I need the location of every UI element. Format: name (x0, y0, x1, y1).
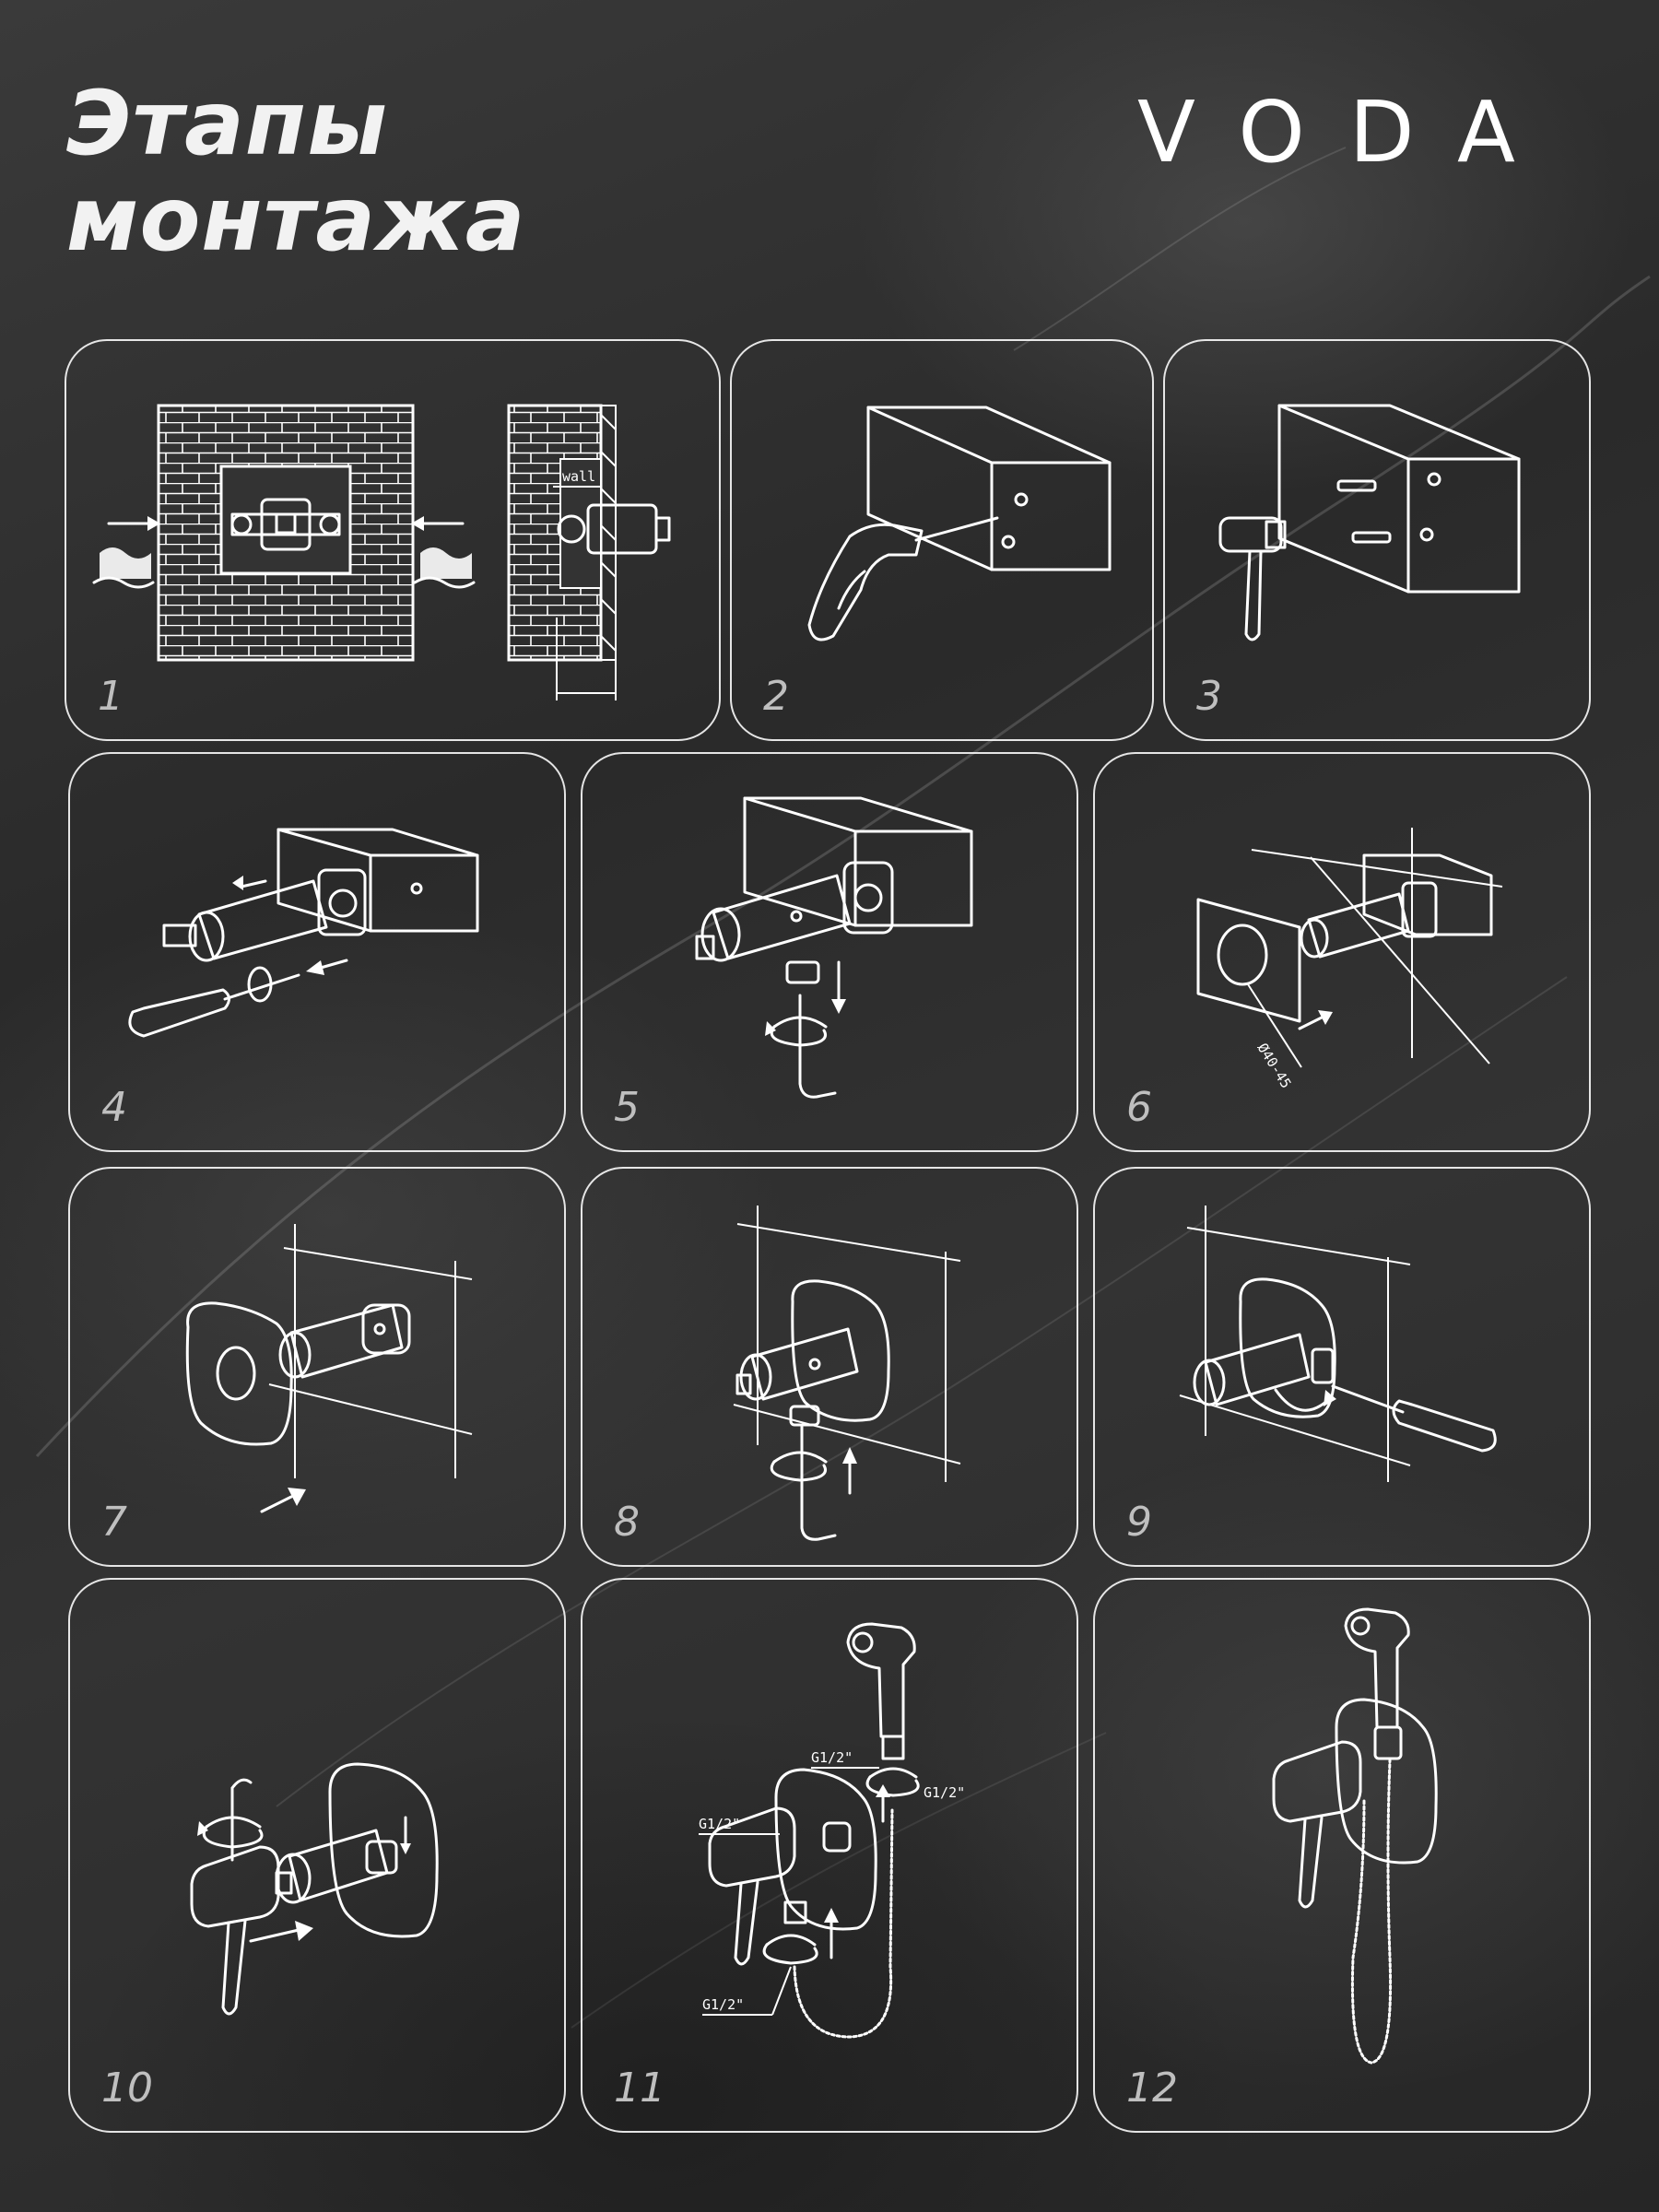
step-1-illustration: wall (92, 404, 671, 700)
arrow-push (249, 1921, 313, 1943)
thread-label-left: G1/2" (699, 1816, 740, 1832)
step-11-number: 11 (614, 2065, 665, 2112)
set-screw (789, 1405, 820, 1427)
step-7-panel: 7 (68, 1167, 566, 1567)
wall-plugs (1336, 479, 1392, 544)
mounting-box (866, 406, 1112, 571)
cover-plate-template (1196, 898, 1301, 1023)
step-7-number: 7 (101, 1499, 127, 1546)
thread-label-right: G1/2" (924, 1784, 965, 1801)
mixer-body-side (557, 503, 671, 555)
thread-label-bottom: G1/2" (702, 1996, 744, 2013)
cover-plate (791, 1279, 890, 1422)
cartridge-with-outlet (275, 1816, 411, 1904)
step-4-illustration (128, 828, 479, 1038)
step-3-panel: 3 (1163, 339, 1591, 741)
arrow-left-in (107, 516, 160, 531)
thread-label-top: G1/2" (811, 1749, 853, 1766)
step-5-panel: 5 (581, 752, 1078, 1152)
step-1-number: 1 (98, 673, 124, 720)
rotation-arrow (1274, 1388, 1336, 1412)
depth-dimension (556, 618, 617, 700)
step-2-number: 2 (763, 673, 789, 720)
water-supply-left (92, 547, 155, 589)
step-3-illustration (1218, 404, 1521, 641)
step-8-panel: 8 (581, 1167, 1078, 1567)
hammer-icon (1218, 516, 1287, 641)
step-9-panel: 9 (1093, 1167, 1591, 1567)
step-12-panel: 12 (1093, 1578, 1591, 2133)
step-11-illustration: G1/2" G1/2" G1/2" G1/2" (699, 1622, 965, 2039)
title-line-1: Этапы (66, 72, 389, 175)
step-4-number: 4 (101, 1084, 127, 1131)
bottom-connector (762, 1900, 839, 1965)
step-8-number: 8 (614, 1499, 640, 1546)
step-2-illustration (807, 406, 1112, 641)
step-6-number: 6 (1126, 1084, 1152, 1131)
step-6-illustration: Ø40-45 (1196, 828, 1503, 1091)
step-10-illustration (190, 1762, 439, 2016)
cover-plate (774, 1768, 877, 1931)
cover-plate (328, 1762, 439, 1938)
step-6-panel: Ø40-45 6 (1093, 752, 1591, 1152)
water-supply-right (413, 547, 476, 589)
cover-plate (1335, 1698, 1438, 1865)
hex-key-icon (770, 1425, 837, 1541)
cover-plate (185, 1301, 293, 1446)
screwdriver-icon (1331, 1384, 1497, 1453)
step-12-number: 12 (1126, 2065, 1178, 2112)
rotation-arrow (197, 1778, 264, 1862)
mixer-handle (1272, 1740, 1362, 1909)
step-2-panel: 2 (730, 339, 1154, 741)
mixer-cartridge (695, 861, 894, 962)
step-4-panel: 4 (68, 752, 566, 1152)
drill-tool (807, 516, 999, 641)
step-9-number: 9 (1126, 1499, 1152, 1546)
mixer-body-front (230, 498, 341, 551)
mixer-cartridge (1300, 881, 1438, 959)
hex-key-icon (765, 994, 837, 1099)
step-3-number: 3 (1196, 673, 1222, 720)
step-7-illustration (185, 1224, 473, 1513)
arrow-push (260, 1488, 306, 1513)
arrow-push (1298, 1010, 1333, 1030)
title-line-2: монтажа (66, 168, 526, 271)
screwdriver-icon (128, 966, 300, 1038)
step-12-illustration (1272, 1607, 1438, 2065)
mixer-cartridge (1193, 1333, 1335, 1406)
step-10-number: 10 (101, 2065, 153, 2112)
mixer-cartridge (278, 1303, 411, 1379)
mounting-box (1277, 404, 1521, 594)
flexible-hose (1350, 1759, 1393, 2065)
step-8-illustration (733, 1206, 961, 1541)
step-10-panel: 10 (68, 1578, 566, 2133)
step-9-illustration (1179, 1206, 1497, 1482)
page-title: Этапы монтажа (66, 76, 525, 267)
arrow-down (831, 960, 846, 1014)
step-5-number: 5 (614, 1084, 640, 1131)
arrow-push (306, 959, 348, 975)
wall-label: wall (562, 468, 595, 485)
mixer-cartridge (162, 868, 367, 962)
flexible-hose (793, 1808, 894, 2039)
arrow-up (842, 1447, 857, 1495)
brand-logo: VODA (1137, 83, 1559, 182)
arrow-right-in (411, 516, 465, 531)
hygienic-shower-head (1344, 1607, 1410, 1760)
mixer-handle (708, 1806, 852, 1966)
hose-connector (865, 1735, 920, 1823)
mixer-handle (190, 1845, 280, 2016)
step-11-panel: G1/2" G1/2" G1/2" G1/2" 11 (581, 1578, 1078, 2133)
mixer-cartridge (735, 1327, 859, 1401)
step-5-illustration (695, 796, 973, 1099)
set-screw (785, 960, 820, 984)
hygienic-shower-head (846, 1622, 916, 1738)
step-1-panel: wall 1 (65, 339, 721, 741)
